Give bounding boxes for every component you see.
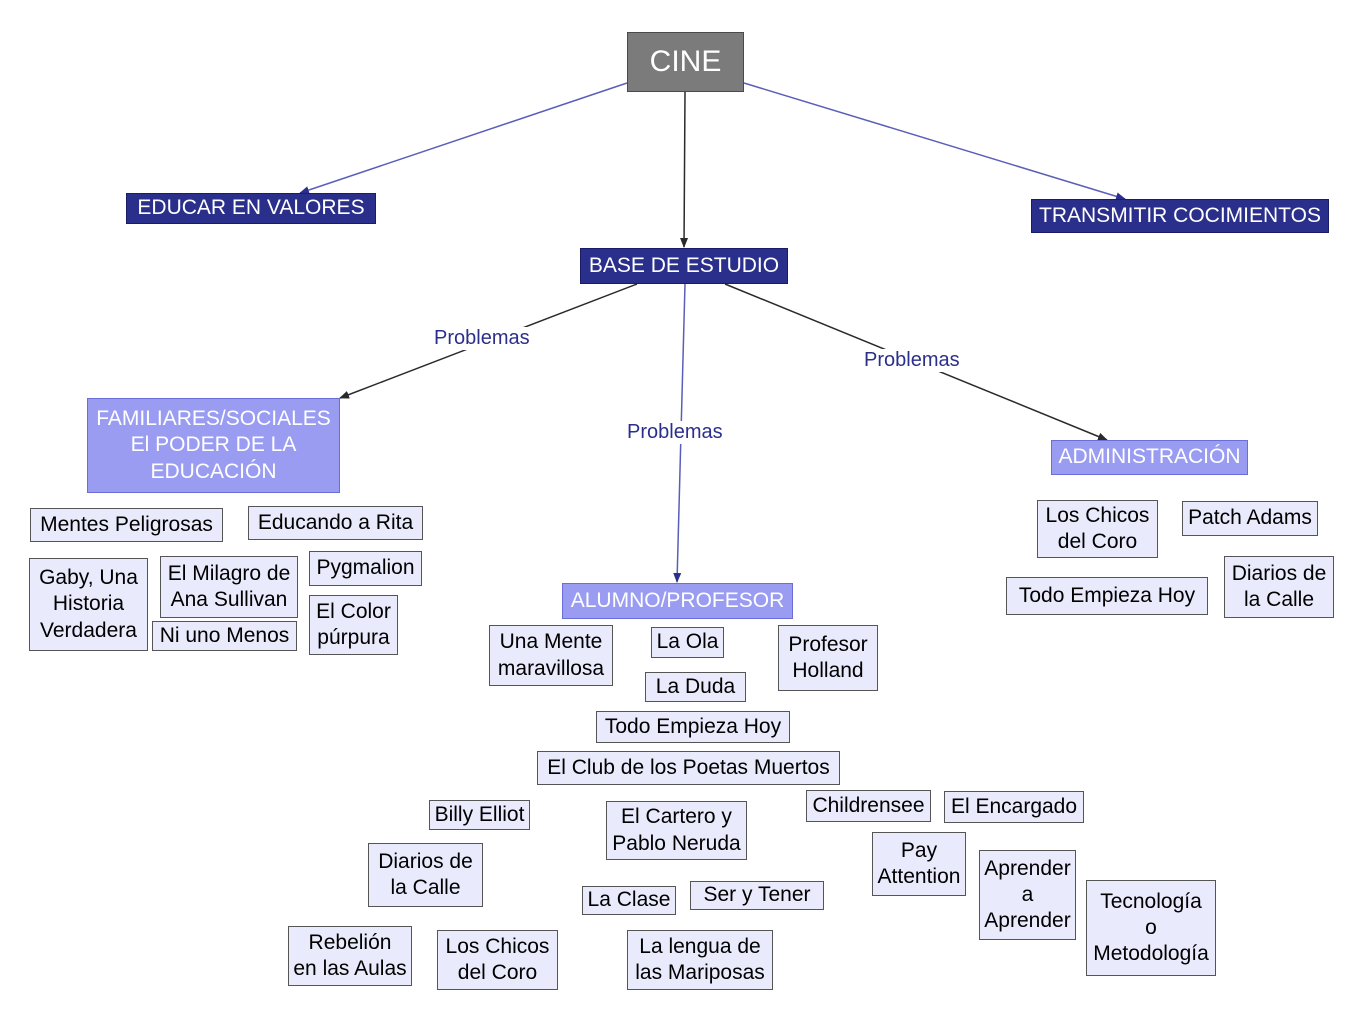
film-el-cartero-y-pablo-neruda: El Cartero y Pablo Neruda — [606, 801, 747, 860]
edge-label-problemas-right: Problemas — [860, 349, 964, 372]
edge-cine-educar — [299, 82, 628, 194]
node-transmitir-cocimientos: TRANSMITIR COCIMIENTOS — [1031, 199, 1329, 233]
film-los-chicos-del-coro-alumno: Los Chicos del Coro — [437, 930, 558, 990]
film-todo-empieza-hoy-admin: Todo Empieza Hoy — [1006, 577, 1208, 615]
film-una-mente-maravillosa: Una Mente maravillosa — [489, 625, 613, 686]
film-la-clase: La Clase — [582, 886, 676, 915]
node-administracion: ADMINISTRACIÓN — [1051, 440, 1248, 475]
film-el-encargado: El Encargado — [944, 791, 1084, 823]
film-el-color-purpura: El Color púrpura — [309, 595, 398, 655]
node-cine: CINE — [627, 32, 744, 92]
film-rebelion-en-las-aulas: Rebelión en las Aulas — [288, 926, 412, 986]
film-billy-elliot: Billy Elliot — [429, 800, 530, 830]
film-childrensee: Childrensee — [806, 790, 931, 822]
film-tecnologia-o-metodologia: Tecnología o Metodología — [1086, 880, 1216, 976]
film-los-chicos-del-coro-admin: Los Chicos del Coro — [1037, 500, 1158, 558]
film-la-ola: La Ola — [651, 627, 724, 658]
node-familiares-sociales: FAMILIARES/SOCIALES El PODER DE LA EDUCA… — [87, 398, 340, 493]
film-profesor-holland: Profesor Holland — [778, 625, 878, 691]
node-educar-en-valores: EDUCAR EN VALORES — [126, 193, 376, 224]
film-la-lengua-de-las-mariposas: La lengua de las Mariposas — [627, 930, 773, 990]
film-gaby-una-historia-verdadera: Gaby, Una Historia Verdadera — [29, 558, 148, 651]
edge-cine-base — [680, 91, 689, 248]
film-educando-a-rita: Educando a Rita — [248, 506, 423, 540]
film-ser-y-tener: Ser y Tener — [690, 881, 824, 910]
film-patch-adams: Patch Adams — [1182, 501, 1318, 536]
node-alumno-profesor: ALUMNO/PROFESOR — [562, 583, 793, 619]
film-mentes-peligrosas: Mentes Peligrosas — [30, 508, 223, 542]
film-la-duda: La Duda — [645, 672, 746, 702]
film-todo-empieza-hoy-alumno: Todo Empieza Hoy — [596, 711, 790, 743]
film-diarios-de-la-calle-admin: Diarios de la Calle — [1224, 556, 1334, 618]
film-pay-attention: Pay Attention — [872, 832, 966, 896]
edge-label-problemas-left: Problemas — [430, 327, 534, 350]
film-aprender-a-aprender: Aprender a Aprender — [979, 850, 1076, 940]
film-pygmalion: Pygmalion — [309, 551, 422, 586]
film-el-milagro-de-ana-sullivan: El Milagro de Ana Sullivan — [160, 556, 298, 618]
edge-cine-transmitir — [743, 82, 1126, 201]
film-diarios-de-la-calle-alumno: Diarios de la Calle — [368, 843, 483, 907]
node-base-de-estudio: BASE DE ESTUDIO — [580, 248, 788, 284]
film-ni-uno-menos: Ni uno Menos — [152, 621, 297, 651]
film-el-club-de-los-poetas-muertos: El Club de los Poetas Muertos — [537, 751, 840, 785]
edge-label-problemas-center: Problemas — [623, 421, 727, 444]
